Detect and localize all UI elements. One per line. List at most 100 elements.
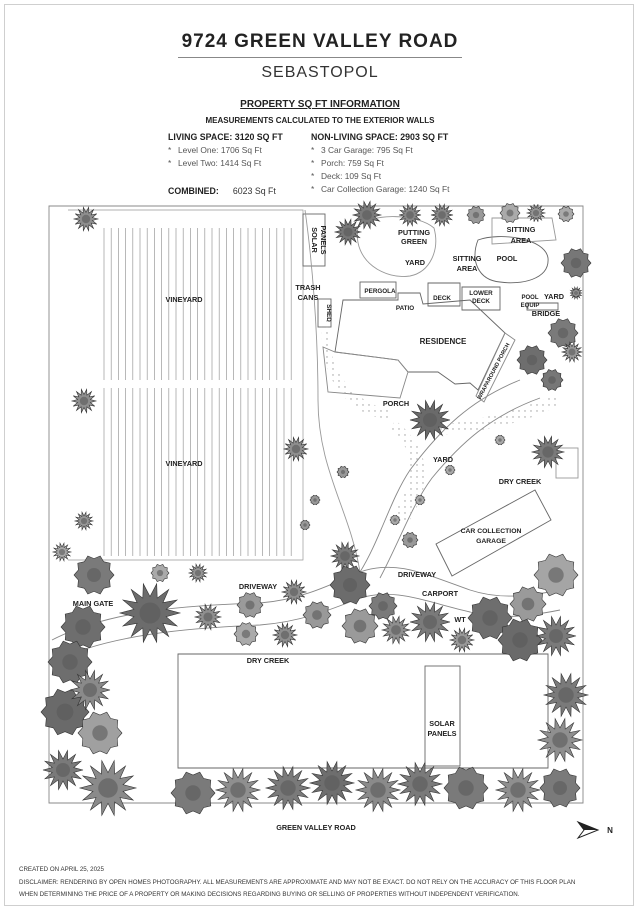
tree-icon (560, 341, 584, 363)
solar-field-boundary (177, 653, 549, 769)
tree-icon (467, 596, 513, 640)
tree-icon (398, 203, 422, 227)
living-space-heading: LIVING SPACE: 3120 SQ FT (168, 132, 283, 142)
tree-icon (540, 369, 564, 391)
tree-icon (557, 206, 575, 222)
tree-icon (187, 563, 209, 583)
tree-icon (150, 564, 170, 582)
tree-icon (443, 766, 489, 810)
living-item: *Level Two: 1414 Sq Ft (168, 158, 262, 168)
disclaimer-line: WHEN DETERMINING THE PRICE OF A PROPERTY… (19, 891, 520, 898)
tree-icon (264, 765, 312, 811)
label-green-valley-road: GREEN VALLEY ROAD (276, 823, 356, 832)
wraparound-porch-outline (475, 332, 516, 403)
tree-icon (560, 248, 592, 278)
tree-icon (170, 771, 216, 815)
vineyard-boundary (68, 209, 304, 561)
label-dry-creek: DRY CREEK (247, 656, 290, 665)
label-yard: YARD (544, 292, 564, 301)
label-solar-panels: SOLARPANELS (310, 225, 328, 254)
label-dry-creek: DRY CREEK (499, 477, 542, 486)
nonliving-item: *Deck: 109 Sq Ft (311, 171, 382, 181)
tree-icon (389, 514, 401, 526)
info-subtitle: MEASUREMENTS CALCULATED TO THE EXTERIOR … (205, 116, 435, 125)
combined-total: COMBINED:6023 Sq Ft (168, 186, 276, 196)
vineyard-rows (103, 228, 292, 556)
driveway-edge (359, 379, 521, 573)
tree-icon (509, 586, 547, 622)
label-wt: WT (454, 615, 466, 624)
label-porch: PORCH (383, 399, 409, 408)
label-bridge: BRIDGE (532, 309, 561, 318)
label-driveway: DRIVEWAY (239, 582, 277, 591)
label-vineyard: VINEYARD (165, 459, 202, 468)
pool-outline (474, 236, 549, 284)
label-yard: YARD (405, 258, 425, 267)
tree-icon (42, 749, 84, 791)
tree-icon (193, 603, 223, 631)
tree-icon (299, 519, 311, 531)
tree-icon (69, 669, 111, 711)
tree-icon (448, 627, 476, 653)
tree-icon (72, 206, 100, 232)
tree-icon (78, 759, 138, 817)
created-date: CREATED ON APRIL 25, 2025 (19, 866, 104, 873)
label-main-gate: MAIN GATE (73, 599, 114, 608)
car-collection-garage-outline (435, 489, 552, 577)
tree-icon (70, 388, 98, 414)
tree-icon (40, 688, 90, 736)
tree-icon (302, 601, 332, 629)
label-carport: CARPORT (422, 589, 459, 598)
tree-icon (547, 318, 579, 348)
tree-icon (414, 494, 426, 506)
page-border (4, 4, 634, 906)
tree-icon (51, 542, 73, 562)
label-vineyard: VINEYARD (165, 295, 202, 304)
label-patio: PATIO (396, 305, 414, 312)
tree-icon (401, 532, 419, 548)
tree-icon (329, 541, 361, 571)
tree-icon (494, 434, 506, 446)
tree-icon (380, 615, 412, 645)
solar-panels-top-outline (302, 213, 326, 267)
tree-icon (409, 399, 451, 441)
nonliving-space-block: NON-LIVING SPACE: 2903 SQ FT *3 Car Gara… (311, 132, 449, 196)
putting-green-outline (356, 216, 437, 277)
tree-icon (336, 465, 350, 479)
tree-icon (354, 767, 402, 813)
tree-icon (309, 494, 321, 506)
tree-icon (530, 435, 566, 469)
tree-icon (282, 436, 310, 462)
label-driveway: DRIVEWAY (398, 570, 436, 579)
nonliving-item: *Porch: 759 Sq Ft (311, 158, 384, 168)
bridge-outline (526, 302, 559, 311)
tree-icon (444, 464, 456, 476)
tree-icon (77, 711, 123, 755)
tree-icon (214, 767, 262, 813)
tree-icon (60, 605, 106, 649)
driveway-edge (304, 209, 361, 573)
living-space-block: LIVING SPACE: 3120 SQ FT *Level One: 170… (168, 132, 283, 170)
tree-icon (499, 203, 521, 223)
tree-icon (308, 760, 356, 806)
tree-icon (73, 511, 95, 531)
tree-icon (533, 553, 579, 597)
pergola-outline (359, 281, 397, 299)
tree-icon (535, 615, 577, 657)
tree-icon (516, 345, 548, 375)
tree-icon (430, 203, 454, 227)
nonliving-item: *Car Collection Garage: 1240 Sq Ft (311, 184, 450, 194)
tree-icon (118, 582, 182, 644)
north-label: N (607, 826, 613, 835)
tree-icon (351, 200, 383, 230)
porch-outline (322, 346, 409, 399)
tree-icon (368, 592, 398, 620)
nonliving-space-heading: NON-LIVING SPACE: 2903 SQ FT (311, 132, 449, 142)
